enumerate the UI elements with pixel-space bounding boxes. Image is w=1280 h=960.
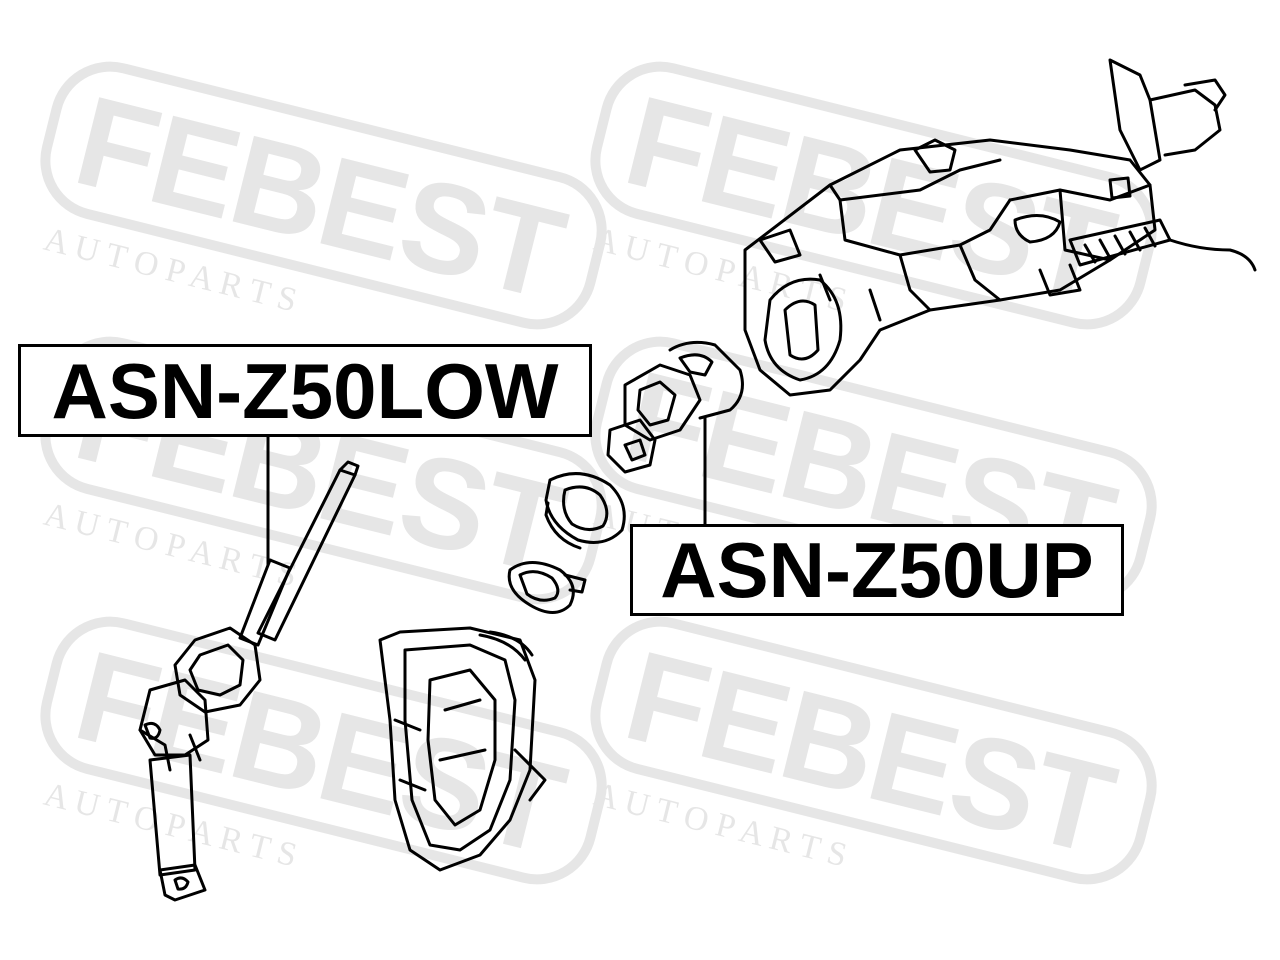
bushing-ring (544, 472, 626, 550)
watermark-low-right: FEBEST A U T O P A R T S (590, 616, 1157, 885)
upper-universal-joint (606, 340, 744, 474)
part-label-upper: ASN-Z50UP (630, 524, 1124, 616)
svg-text:FEBEST: FEBEST (63, 69, 577, 327)
svg-text:FEBEST: FEBEST (613, 624, 1127, 882)
part-label-lower: ASN-Z50LOW (18, 344, 592, 437)
svg-text:FEBEST: FEBEST (613, 69, 1127, 327)
intermediate-shaft-lower (138, 460, 360, 902)
steering-column-upper (743, 58, 1257, 397)
clamp-band (507, 561, 587, 614)
svg-text:FEBEST: FEBEST (63, 624, 577, 882)
dust-boot (378, 626, 547, 872)
line-drawing (138, 58, 1257, 902)
